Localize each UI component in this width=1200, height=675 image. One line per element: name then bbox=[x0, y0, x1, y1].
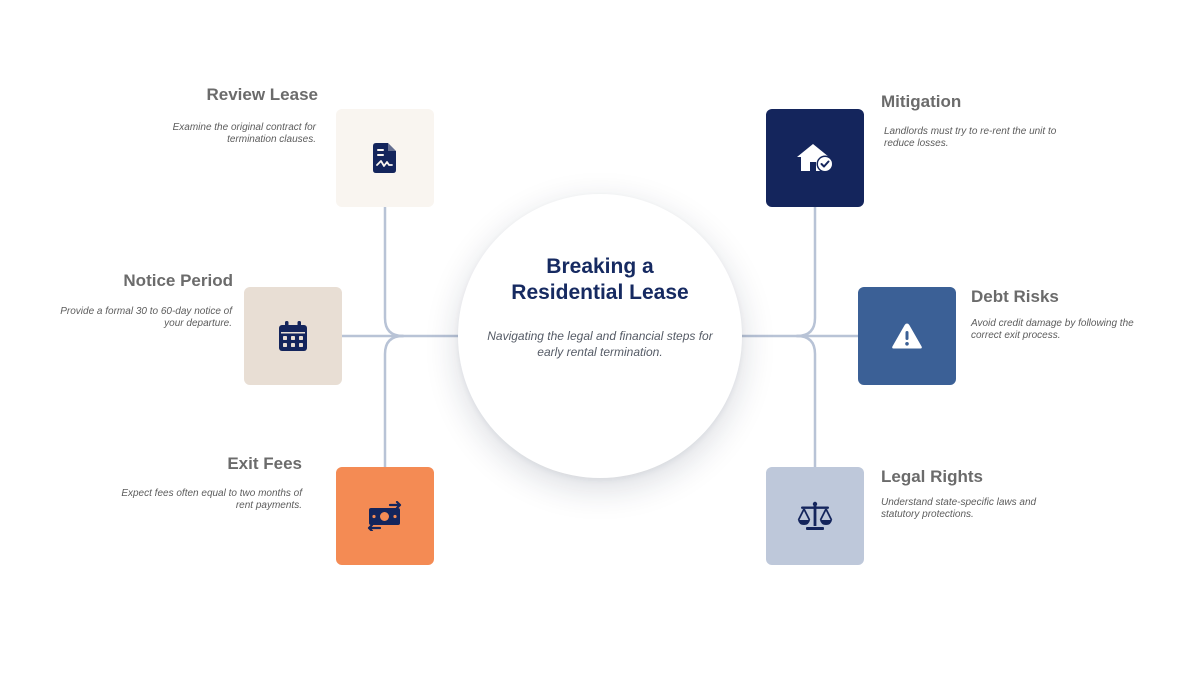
connector-mitigation bbox=[740, 205, 817, 338]
desc-notice-period: Provide a formal 30 to 60-day notice of … bbox=[60, 306, 232, 329]
money-exchange-icon bbox=[367, 501, 402, 531]
tile-debt-risks bbox=[858, 287, 956, 385]
desc-review-lease: Examine the original contract for termin… bbox=[172, 122, 316, 145]
tile-mitigation bbox=[766, 109, 864, 207]
center-subtitle: Navigating the legal and financial steps… bbox=[487, 329, 713, 359]
label-debt-risks: Debt Risks bbox=[971, 287, 1059, 306]
connector-exit-fees bbox=[383, 334, 405, 469]
label-exit-fees: Exit Fees bbox=[227, 454, 302, 473]
label-legal-rights: Legal Rights bbox=[881, 467, 984, 486]
tile-notice-period bbox=[244, 287, 342, 385]
connector-legal-rights bbox=[795, 334, 817, 469]
house-check-icon bbox=[797, 144, 834, 173]
tile-exit-fees bbox=[336, 467, 434, 565]
label-mitigation: Mitigation bbox=[881, 92, 962, 111]
center-title: Breaking a Residential Lease bbox=[511, 255, 689, 304]
label-review-lease: Review Lease bbox=[206, 85, 318, 104]
warning-icon bbox=[892, 323, 922, 349]
calendar-icon bbox=[279, 321, 307, 351]
desc-legal-rights: Understand state-specific laws and statu… bbox=[881, 497, 1037, 520]
center-hub: Breaking a Residential Lease Navigating … bbox=[458, 194, 742, 478]
connector-review-lease bbox=[383, 205, 460, 338]
label-notice-period: Notice Period bbox=[123, 271, 233, 290]
desc-debt-risks: Avoid credit damage by following the cor… bbox=[971, 318, 1134, 341]
tile-review-lease bbox=[336, 109, 434, 207]
document-signature-icon bbox=[373, 143, 396, 173]
scales-icon bbox=[797, 501, 833, 530]
tile-legal-rights bbox=[766, 467, 864, 565]
desc-exit-fees: Expect fees often equal to two months of… bbox=[121, 488, 302, 511]
desc-mitigation: Landlords must try to re-rent the unit t… bbox=[884, 126, 1057, 149]
